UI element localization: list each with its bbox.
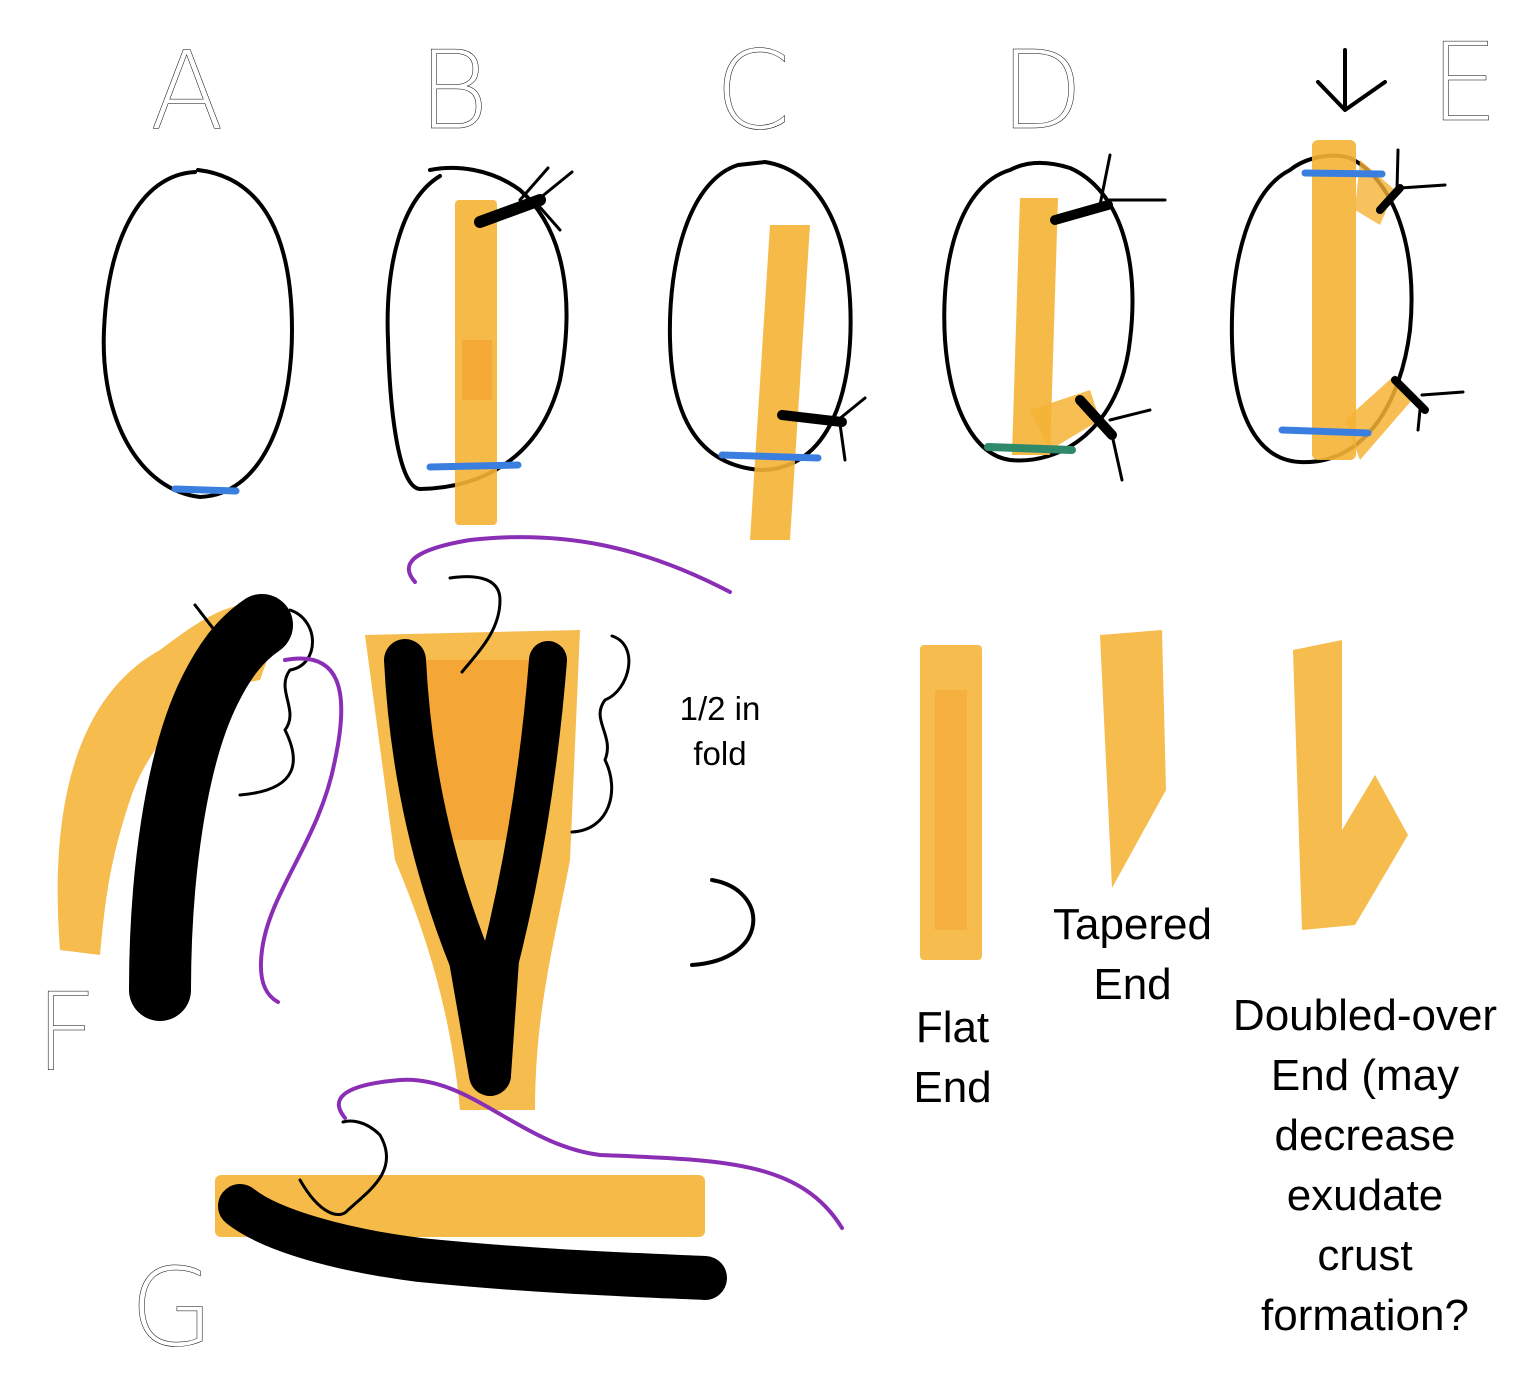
gauze-strip-d — [1012, 198, 1058, 455]
doubled-end-line2: End (may — [1270, 1051, 1460, 1100]
label-e: E — [1430, 21, 1499, 146]
suture-knot-d-top — [1050, 200, 1113, 225]
suture-knot-c — [777, 410, 847, 427]
tapered-end-line1: Tapered — [1052, 900, 1212, 949]
fold-annotation-line1: 1/2 in — [679, 690, 761, 727]
gauze-strip-c — [750, 225, 810, 540]
suture-knot-d-bottom — [1075, 395, 1117, 440]
doubled-end-line3: decrease — [1274, 1111, 1456, 1160]
label-d: D — [1000, 29, 1084, 154]
skin-mark-b — [426, 461, 522, 471]
bracket-fold — [570, 634, 631, 834]
bracket-g — [298, 1119, 388, 1216]
fold-annotation: 1/2 in fold — [660, 686, 780, 776]
skin-mark-c — [718, 451, 822, 462]
diagram-v-fold — [365, 535, 756, 1110]
end-types — [920, 630, 1408, 960]
skin-mark-a — [171, 485, 240, 495]
wound-e — [1229, 48, 1465, 465]
suture-v — [406, 535, 732, 594]
skin-mark-e-bottom — [1278, 426, 1372, 437]
wound-c — [667, 160, 867, 540]
label-b: B — [418, 29, 489, 154]
doubled-end-line6: formation? — [1261, 1291, 1469, 1340]
suture-knot-e-bottom — [1391, 376, 1429, 414]
label-a: A — [150, 29, 224, 154]
gauze-black-g — [218, 1184, 727, 1300]
suture-knot-b — [474, 194, 546, 228]
wound-b — [385, 165, 574, 525]
gauze-strip-e — [1312, 140, 1356, 460]
gauze-black-v-left — [384, 639, 511, 1096]
doubled-end-line5: crust — [1317, 1231, 1413, 1280]
tapered-end-label: Tapered End — [1030, 895, 1235, 1015]
flat-end-line1: Flat — [915, 1003, 990, 1052]
gauze-flat-end — [920, 645, 982, 960]
gauze-tapered-end — [1100, 630, 1166, 888]
doubled-end-label: Doubled-over End (may decrease exudate c… — [1200, 986, 1530, 1346]
wound-outline-a — [101, 168, 294, 499]
skin-mark-d — [984, 443, 1076, 454]
suture-f — [258, 656, 344, 1004]
doubled-end-line1: Doubled-over — [1232, 991, 1498, 1040]
diagram-f — [57, 594, 344, 1021]
gauze-g — [215, 1175, 705, 1237]
gauze-doubled-end — [1293, 640, 1408, 930]
flat-end-label: Flat End — [880, 998, 1025, 1118]
flat-end-line2: End — [913, 1063, 992, 1112]
gauze-black-f — [129, 594, 293, 1021]
suture-knot-e-top — [1376, 184, 1404, 214]
label-c: C — [715, 29, 791, 154]
suture-g — [336, 1077, 844, 1230]
label-g: G — [130, 1246, 214, 1371]
wound-a — [101, 168, 294, 499]
bracket-v-top — [448, 575, 502, 674]
arrow-down-icon — [1316, 48, 1387, 112]
doubled-end-line4: exudate — [1286, 1171, 1444, 1220]
skin-mark-e-top — [1301, 169, 1386, 178]
fold-annotation-line2: fold — [693, 735, 747, 772]
bracket-f — [238, 608, 314, 797]
diagram-g — [215, 1077, 844, 1300]
gauze-bent-f — [57, 603, 285, 955]
tapered-end-line2: End — [1093, 960, 1172, 1009]
gauze-black-v-right — [473, 641, 567, 1094]
wound-d — [942, 153, 1167, 482]
label-f: F — [35, 971, 98, 1096]
bracket-small — [690, 878, 756, 967]
